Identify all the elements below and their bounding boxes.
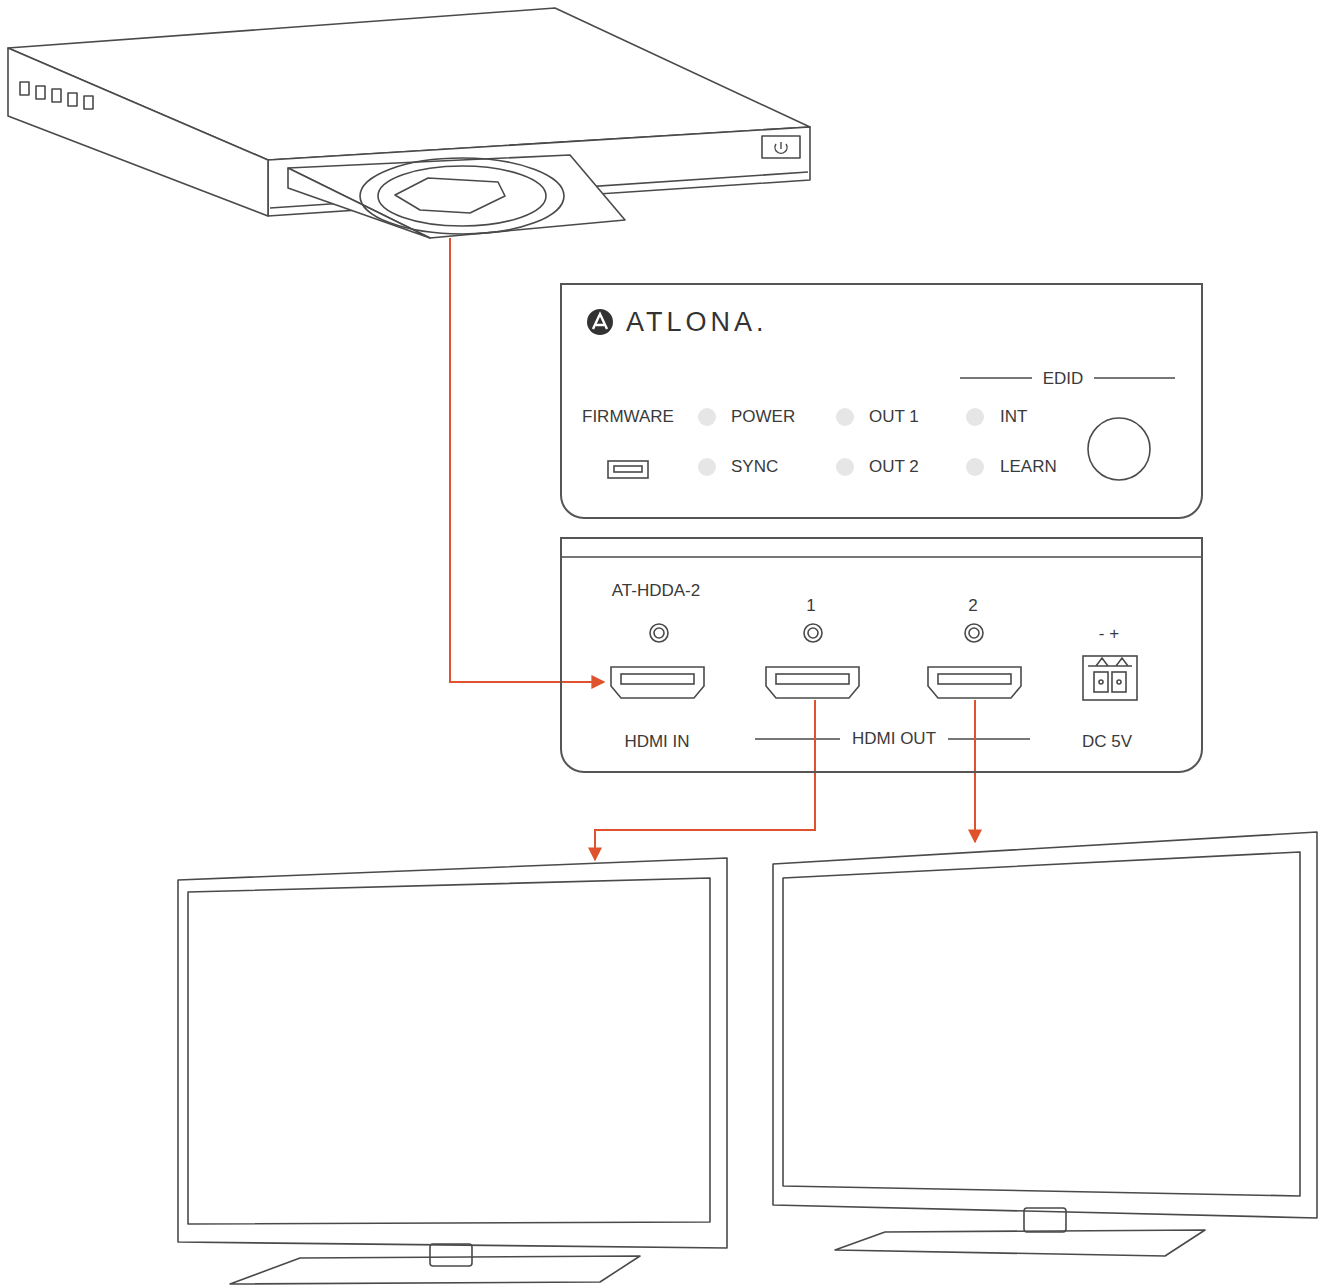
rear-panel-parts	[560, 557, 1203, 739]
port-label: HDMI IN	[624, 732, 689, 752]
led-label: SYNC	[731, 457, 778, 477]
led-label: OUT 1	[869, 407, 919, 427]
port-label: FIRMWARE	[582, 407, 674, 427]
model-name: AT-HDDA-2	[612, 581, 700, 601]
output-number: 1	[806, 596, 815, 616]
brand-logo: ATLONA.	[626, 306, 768, 338]
output-number: 2	[968, 596, 977, 616]
hdmi-cables	[450, 238, 975, 860]
led-label: LEARN	[1000, 457, 1057, 477]
disc-player	[8, 8, 810, 238]
led-label: INT	[1000, 407, 1027, 427]
led-label: POWER	[731, 407, 795, 427]
tv-left	[178, 858, 727, 1284]
front-panel: ATLONA. FIRMWARE POWER SYNC OUT 1 OUT 2 EDID IN…	[560, 283, 1203, 519]
group-label: EDID	[1038, 369, 1089, 389]
tv-right	[773, 832, 1317, 1256]
power-label: DC 5V	[1082, 732, 1132, 752]
polarity-label: - +	[1099, 624, 1119, 644]
rear-panel: AT-HDDA-2 1 2 - + HDMI IN HDMI OUT DC 5V	[560, 537, 1203, 773]
port-label: HDMI OUT	[847, 729, 941, 749]
led-label: OUT 2	[869, 457, 919, 477]
